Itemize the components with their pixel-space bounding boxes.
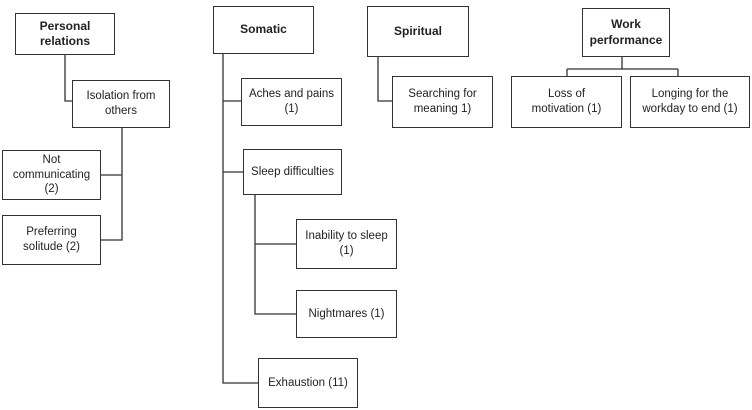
link-sleep-children: [254, 195, 296, 315]
node-searching-for-meaning: Searching for meaning 1): [392, 76, 493, 128]
link-personal-isolation: [64, 55, 72, 102]
node-somatic: Somatic: [213, 6, 314, 54]
link-somatic-trunk: [222, 54, 258, 384]
node-personal-relations: Personal relations: [15, 13, 115, 55]
node-sleep-difficulties: Sleep difficulties: [243, 149, 342, 195]
node-isolation-from-others: Isolation from others: [72, 80, 170, 128]
node-loss-of-motivation: Loss of motivation (1): [511, 76, 622, 128]
link-spiritual-meaning: [377, 57, 392, 102]
node-nightmares: Nightmares (1): [296, 290, 397, 338]
node-preferring-solitude: Preferring solitude (2): [2, 215, 101, 265]
node-spiritual: Spiritual: [367, 6, 469, 57]
link-isolation-children: [101, 128, 123, 241]
node-not-communicating: Not communicating (2): [2, 150, 101, 200]
link-work-children: [566, 57, 679, 76]
node-exhaustion: Exhaustion (11): [258, 358, 358, 408]
node-longing-for-workday-end: Longing for the workday to end (1): [630, 76, 750, 128]
node-inability-to-sleep: Inability to sleep (1): [296, 219, 397, 269]
node-work-performance: Work performance: [582, 8, 670, 57]
node-aches-and-pains: Aches and pains (1): [241, 78, 342, 126]
